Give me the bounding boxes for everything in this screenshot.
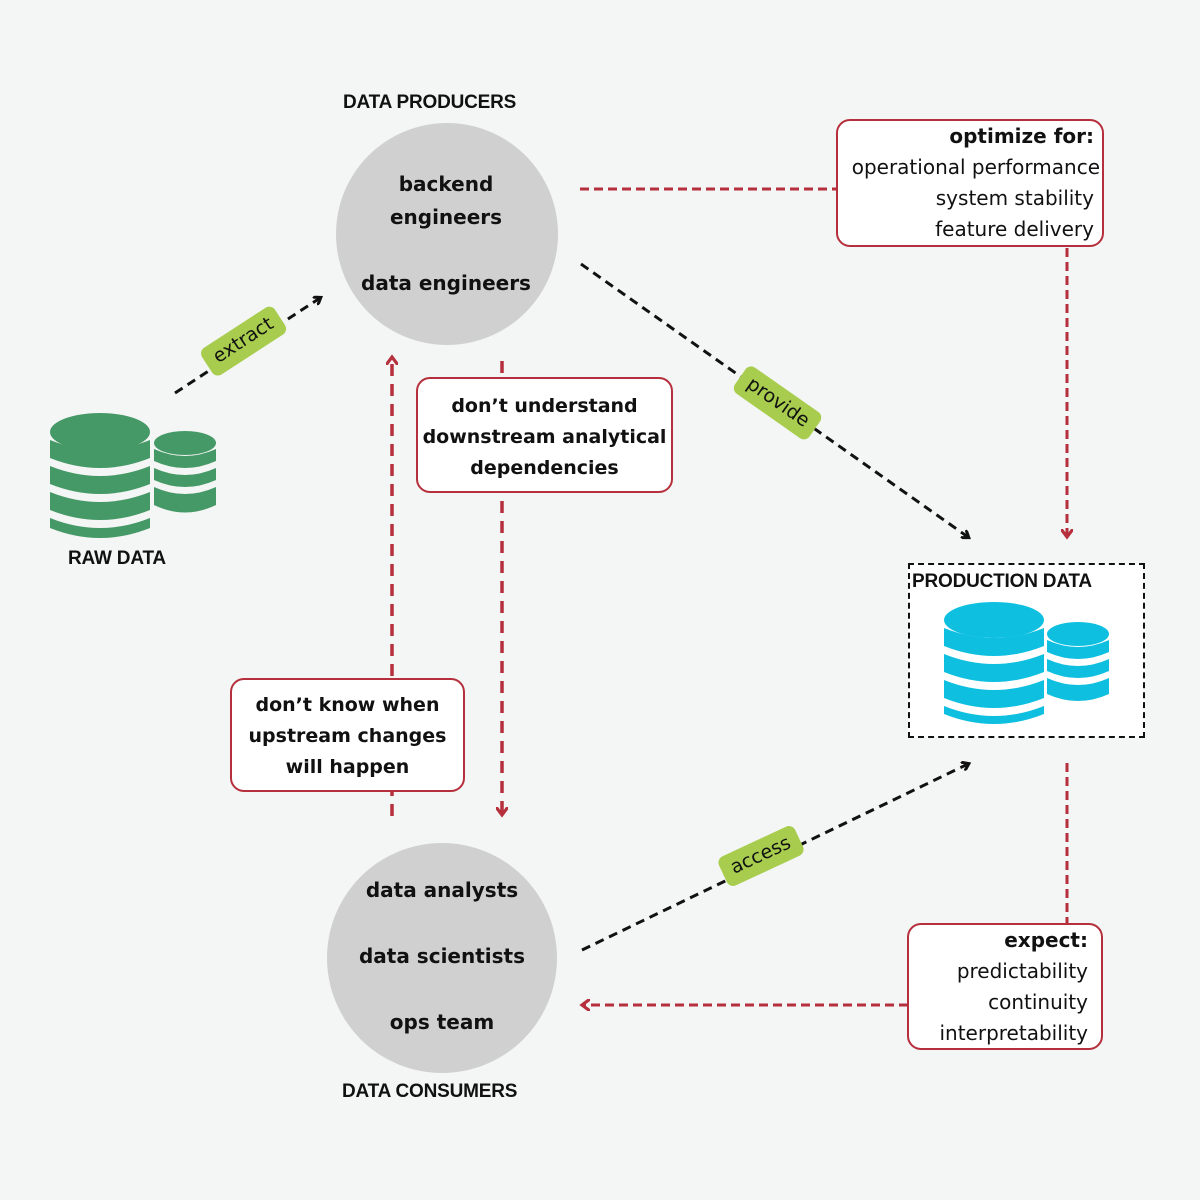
production-data-database-icon	[944, 602, 1109, 724]
producers-role-data-engineers: data engineers	[361, 271, 531, 295]
optimize-item: system stability	[935, 186, 1094, 210]
dont-understand-note: don’t understand downstream analytical d…	[416, 377, 673, 493]
expect-item: interpretability	[939, 1021, 1088, 1045]
optimize-note: optimize for: operational performance sy…	[836, 119, 1104, 247]
optimize-item: feature delivery	[935, 217, 1094, 241]
producers-role-backend: backend	[398, 172, 494, 196]
raw-data-database-icon	[50, 413, 216, 538]
expect-item: predictability	[956, 959, 1088, 983]
optimize-note-heading: optimize for:	[949, 124, 1094, 148]
consumers-role-scientists: data scientists	[358, 944, 526, 968]
expect-note: expect: predictability continuity interp…	[907, 923, 1103, 1050]
provide-arrow	[580, 262, 968, 537]
production-data-label: PRODUCTION DATA	[912, 571, 1092, 592]
dont-know-line: don’t know when	[255, 694, 440, 716]
expect-note-heading: expect:	[1004, 928, 1088, 952]
consumers-circle	[327, 843, 557, 1073]
dont-understand-line: downstream analytical	[422, 426, 667, 448]
producers-circle	[336, 123, 558, 345]
expect-item: continuity	[988, 990, 1088, 1014]
dont-understand-line: dependencies	[470, 457, 619, 479]
dont-understand-line: don’t understand	[451, 395, 638, 417]
consumers-role-analysts: data analysts	[365, 878, 519, 902]
raw-data-label: RAW DATA	[68, 548, 166, 569]
consumers-role-ops: ops team	[389, 1010, 495, 1034]
consumers-heading: DATA CONSUMERS	[342, 1081, 518, 1102]
dont-know-line: will happen	[285, 756, 410, 778]
dont-know-line: upstream changes	[248, 725, 447, 747]
producers-role-backend-2: engineers	[389, 205, 503, 229]
optimize-item: operational performance	[851, 155, 1100, 179]
dont-know-note: don’t know when upstream changes will ha…	[230, 678, 465, 792]
producers-heading: DATA PRODUCERS	[343, 92, 517, 113]
